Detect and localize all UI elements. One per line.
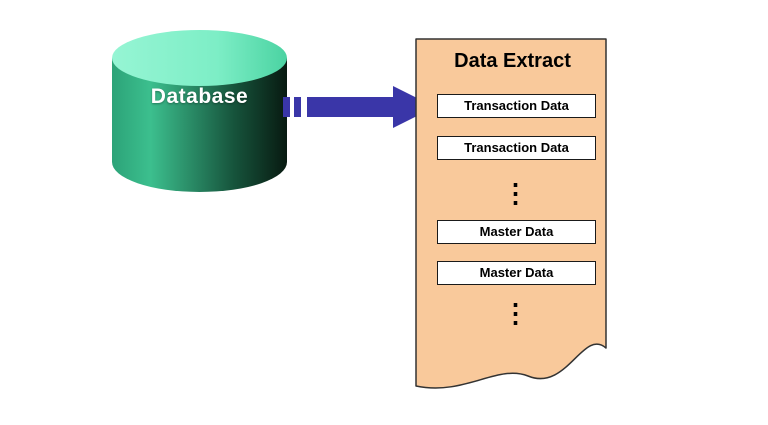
vertical-ellipsis-icon-2: ⋮ — [502, 298, 529, 328]
database-cylinder-icon — [112, 30, 287, 192]
database-label: Database — [150, 85, 249, 108]
master-data-box-1: Master Data — [437, 220, 596, 244]
vertical-ellipsis-icon-1: ⋮ — [502, 178, 529, 208]
transaction-data-box-1: Transaction Data — [437, 94, 596, 118]
arrow-right-icon — [283, 86, 435, 128]
document-shape — [415, 38, 607, 389]
transaction-data-box-2: Transaction Data — [437, 136, 596, 160]
master-data-box-2: Master Data — [437, 261, 596, 285]
document-title: Data Extract — [454, 50, 571, 72]
